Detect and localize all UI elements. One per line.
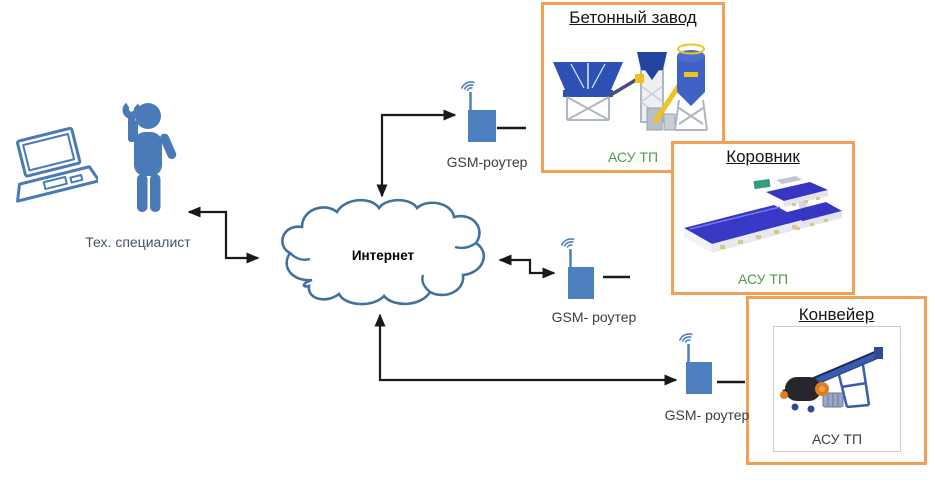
connector-cloud-router2: [498, 254, 556, 279]
connector-cloud-router3: [374, 313, 678, 386]
internet-label: Интернет: [351, 247, 415, 263]
site-title-cowshed: Коровник: [726, 147, 800, 166]
wifi-signal-icon: [678, 333, 693, 344]
site-title-conveyor: Конвейер: [798, 305, 875, 324]
concrete-plant-image: [553, 43, 708, 131]
site-box-cowshed: Коровник АСУ ТП: [671, 141, 855, 295]
asu-tp-label: АСУ ТП: [607, 149, 659, 165]
technician-icon: [96, 98, 180, 227]
gsm-router-2-label: GSM- роутер: [551, 309, 637, 325]
site-box-concrete-plant: Бетонный завод: [541, 2, 725, 173]
specialist-label: Тех. специалист: [85, 234, 191, 250]
cowshed-image: [684, 176, 842, 253]
gsm-router-1-label: GSM-роутер: [446, 154, 528, 170]
asu-tp-label: АСУ ТП: [737, 271, 789, 287]
internet-cloud: Интернет: [272, 196, 494, 314]
gsm-router-1-icon: [444, 80, 500, 149]
wifi-signal-icon: [460, 81, 475, 92]
conveyor-image: [780, 347, 883, 413]
connector-cloud-router1: [376, 109, 457, 198]
wifi-signal-icon: [560, 238, 575, 249]
cloud-shape: [281, 198, 486, 306]
connector-specialist-cloud: [187, 206, 260, 264]
conveyor-image-frame: АСУ ТП: [773, 326, 901, 452]
gsm-router-2-icon: [544, 237, 600, 306]
site-box-conveyor: Конвейер АСУ ТП: [746, 296, 927, 465]
gsm-router-3-icon: [662, 332, 718, 401]
asu-tp-label: АСУ ТП: [811, 431, 863, 447]
gsm-router-3-label: GSM- роутер: [664, 407, 750, 423]
site-title-concrete-plant: Бетонный завод: [569, 8, 697, 27]
laptop-icon: [6, 124, 101, 229]
